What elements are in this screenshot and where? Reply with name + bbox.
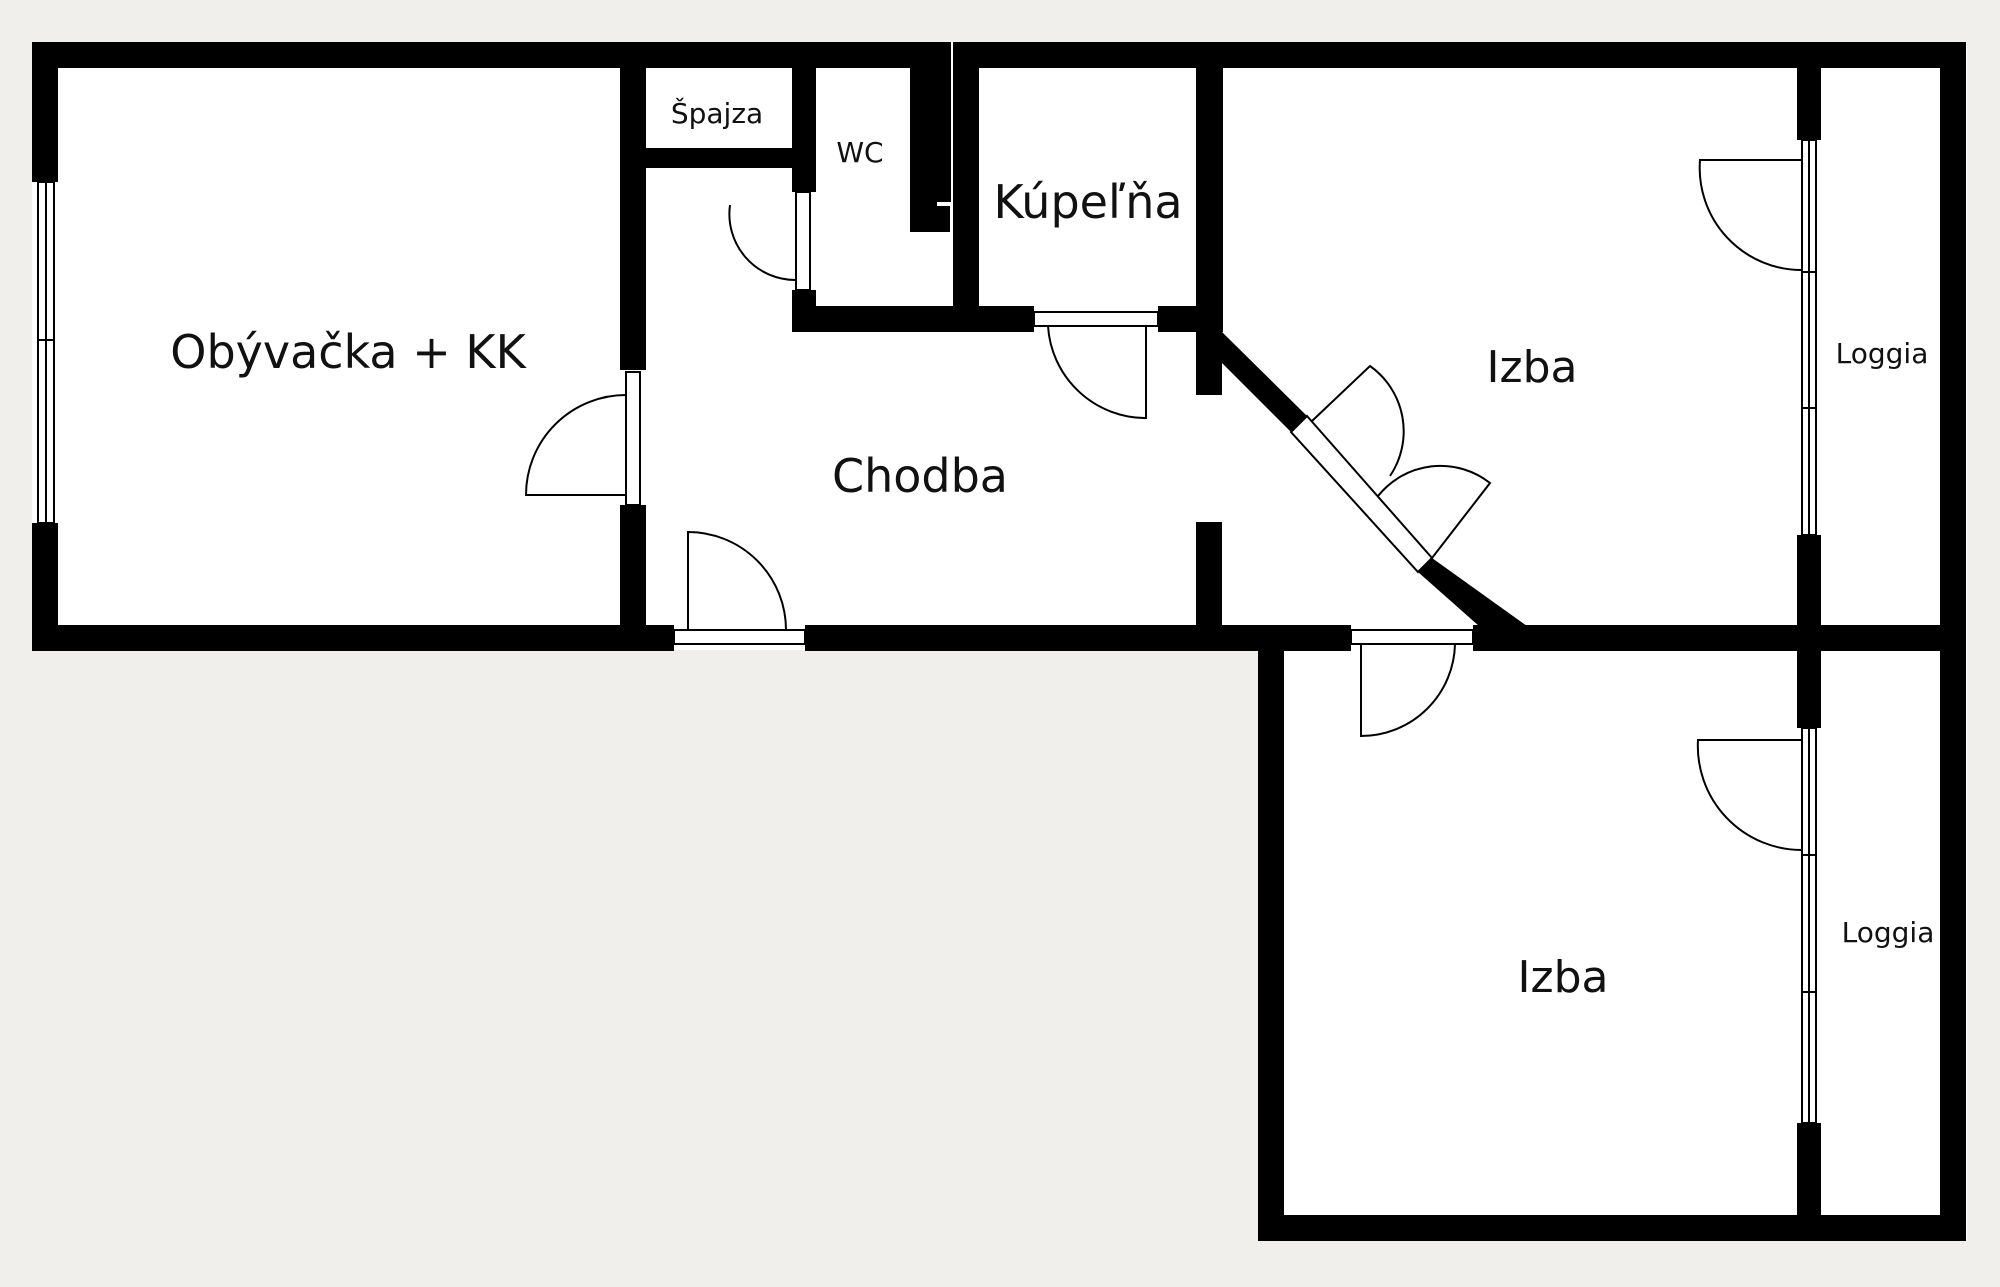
wall-hall-right-upper xyxy=(1196,330,1222,395)
label-pantry: Špajza xyxy=(671,96,763,130)
window-loggia-bottom xyxy=(1801,727,1817,1124)
door-room-bottom xyxy=(1350,629,1474,738)
wall-bottom-left xyxy=(32,625,674,651)
window-living-left xyxy=(37,181,55,524)
wall-lower-left xyxy=(1258,625,1284,1240)
windows xyxy=(37,139,1817,1124)
room-labels: Obývačka + KK Špajza WC Kúpeľňa Chodba I… xyxy=(170,96,1934,1003)
floor-upper xyxy=(32,42,1967,650)
floor-lower xyxy=(1258,640,1967,1240)
wall-loggia-bottom-lower xyxy=(1797,1123,1821,1240)
label-loggia-bottom: Loggia xyxy=(1842,916,1935,949)
wall-notch xyxy=(937,42,951,202)
door-loggia-bottom xyxy=(1696,739,1803,852)
wall-diagonal-upper xyxy=(1222,332,1307,432)
wall-left-upper xyxy=(32,42,58,182)
wall-pantry-bottom xyxy=(646,148,796,168)
label-hallway: Chodba xyxy=(832,449,1008,503)
outer-walls xyxy=(32,42,1966,1241)
wall-bath-right xyxy=(1196,42,1223,332)
wall-bath-bottom-left xyxy=(979,306,1034,332)
door-loggia-top xyxy=(1698,159,1803,272)
wall-top-left xyxy=(32,42,937,68)
label-room-bottom: Izba xyxy=(1518,952,1609,1003)
wall-diagonal-lower xyxy=(1418,558,1527,642)
wall-loggia-top-upper xyxy=(1797,62,1821,140)
wall-loggia-bottom-upper xyxy=(1797,650,1821,728)
door-entrance xyxy=(673,530,806,645)
wall-mid-right xyxy=(1473,625,1965,651)
wall-bath-left xyxy=(953,42,979,332)
wall-top-right xyxy=(953,42,1965,68)
wall-wc-right xyxy=(910,42,937,232)
door-room-top-double xyxy=(1289,364,1492,574)
wall-bath-bottom-right xyxy=(1158,306,1198,332)
window-loggia-top xyxy=(1801,139,1817,536)
wall-wc-step xyxy=(910,206,950,232)
doors xyxy=(524,159,1803,852)
label-loggia-top: Loggia xyxy=(1836,337,1929,370)
wall-wc-left-upper xyxy=(792,42,816,192)
wall-loggia-top-lower xyxy=(1797,535,1821,650)
wall-hall-right-lower xyxy=(1196,522,1222,630)
wall-right xyxy=(1940,42,1966,1240)
door-wc xyxy=(728,191,811,291)
inner-walls xyxy=(620,42,1821,1240)
wall-lower-bottom xyxy=(1258,1215,1966,1241)
label-living-room: Obývačka + KK xyxy=(170,325,527,379)
label-wc: WC xyxy=(836,136,883,169)
floor-areas xyxy=(32,42,1967,1240)
wall-living-lower xyxy=(620,505,646,650)
label-room-top: Izba xyxy=(1487,342,1578,393)
wall-living-upper xyxy=(620,42,646,370)
door-bathroom xyxy=(1033,311,1159,420)
label-bathroom: Kúpeľňa xyxy=(993,175,1182,229)
door-living xyxy=(524,371,641,506)
